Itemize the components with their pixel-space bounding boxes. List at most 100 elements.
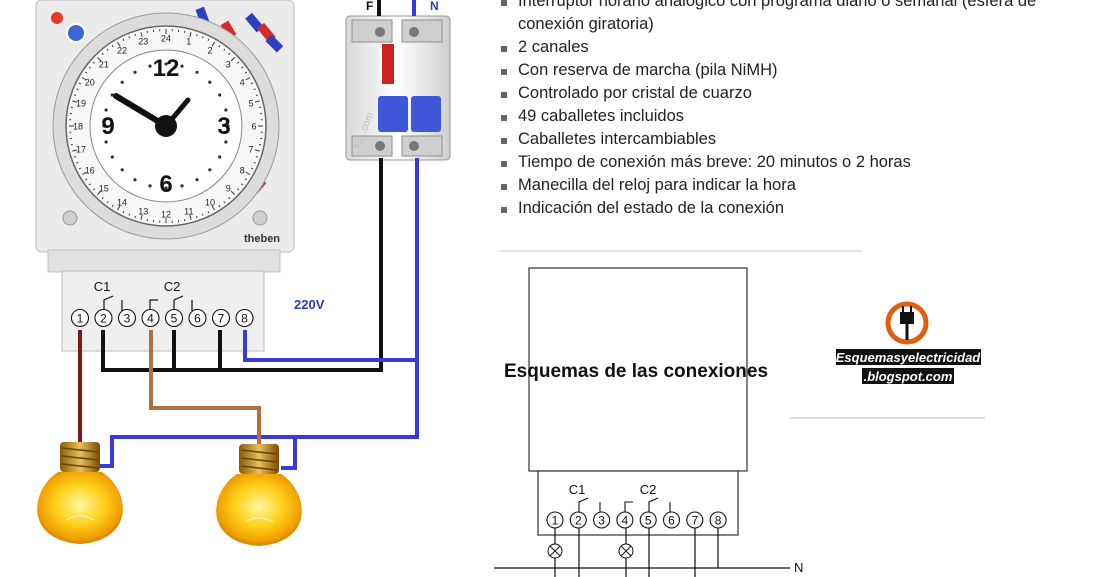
dial-tick: [228, 197, 231, 200]
dial-tick: [230, 190, 235, 195]
terminal-2: [569, 511, 587, 529]
terminal-c2-label: C2: [164, 279, 181, 294]
feature-list: Interruptor horario analógico con progra…: [498, 0, 1036, 220]
feature-item: Indicación del estado de la conexión: [498, 197, 1036, 220]
dial-tick: [250, 167, 254, 170]
terminal-4: [616, 511, 634, 529]
dial-tick: [207, 210, 210, 214]
dial-tick: [244, 178, 247, 181]
terminal-3: [117, 308, 137, 328]
clock-number-12: 12: [153, 55, 180, 82]
hour-mark-label: 20: [85, 78, 95, 88]
dial-dot: [208, 80, 212, 84]
feature-item: Controlado por cristal de cuarzo: [498, 82, 1036, 105]
terminal-label: 3: [598, 513, 605, 527]
dial-tick: [72, 149, 78, 152]
lamp-2: [216, 444, 302, 546]
blog-logo: Esquemasyelectricidad .blogspot.com: [790, 301, 985, 419]
dial-tick: [81, 77, 87, 81]
clock-center: [155, 115, 177, 137]
dial-dot: [104, 140, 108, 144]
terminal-c1-label: C1: [94, 279, 111, 294]
dial-dot: [133, 70, 137, 74]
terminal-label: 8: [715, 513, 722, 527]
dial-tick: [207, 38, 210, 42]
dial-tick: [237, 61, 240, 64]
dial-tick: [117, 41, 121, 47]
dial-tick: [73, 94, 77, 96]
lamp2-wire: [149, 330, 261, 444]
dial-tick: [88, 66, 91, 69]
terminal-8: [235, 308, 254, 328]
dial-tick: [211, 41, 215, 47]
terminal-label: 4: [147, 311, 154, 325]
hour-mark-label: 11: [184, 207, 193, 217]
hour-mark-label: 15: [99, 184, 109, 194]
breaker-toggle-left[interactable]: [378, 96, 408, 132]
dial-tick: [250, 82, 254, 85]
hour-ticks: [69, 29, 263, 223]
dial-tick: [254, 149, 260, 152]
schematic-title: Esquemas de las conexiones: [504, 361, 769, 382]
dial-dot: [195, 178, 199, 182]
schematic-neutral-label: N: [794, 560, 803, 575]
hour-mark-label: 6: [251, 122, 256, 132]
dial-dot: [110, 155, 114, 159]
neutral-wire-lamps: [98, 360, 419, 468]
hour-mark-label: 13: [138, 207, 148, 217]
lamp-1: [37, 442, 123, 544]
dial-tick: [254, 100, 260, 103]
dial-tick: [255, 94, 259, 96]
terminal-6: [188, 308, 207, 328]
dial-tick: [85, 71, 88, 74]
dial-tick: [241, 183, 244, 186]
dial-tick: [81, 171, 87, 175]
hour-mark-label: 23: [138, 37, 148, 47]
breaker-toggle-right[interactable]: [411, 96, 441, 132]
schematic-c2-label: C2: [640, 482, 657, 497]
dial-tick: [211, 205, 215, 211]
dial-tick: [223, 201, 226, 204]
feature-item: Caballetes intercambiables: [498, 128, 1036, 151]
hour-mark-label: 12: [161, 210, 171, 220]
clock-number-6: 6: [159, 171, 172, 198]
hour-mark-label: 7: [248, 144, 253, 154]
feature-item: Con reserva de marcha (pila NiMH): [498, 59, 1036, 82]
dial-tick: [134, 215, 136, 219]
terminal-1: [70, 308, 90, 328]
clock-number-3: 3: [217, 113, 230, 140]
hour-mark-label: 18: [73, 122, 83, 132]
dial-tick: [237, 188, 240, 191]
dial-tick: [140, 214, 143, 220]
dial-tick: [140, 32, 143, 38]
dial-dot: [120, 168, 124, 172]
neutral-wire: [243, 158, 419, 362]
dial-tick: [253, 161, 256, 164]
terminal-label: 1: [552, 513, 559, 527]
hour-mark-label: 17: [76, 144, 86, 154]
dial-tick: [218, 45, 221, 48]
neutral-label: N: [430, 0, 439, 13]
terminal-label: 6: [194, 311, 201, 325]
terminal-label: 5: [171, 311, 178, 325]
dial-tick: [111, 45, 114, 48]
dial-dot: [218, 93, 222, 97]
terminal-label: 6: [668, 513, 675, 527]
dial-dot: [224, 108, 228, 112]
dial-tick: [241, 66, 244, 69]
terminal-label: 7: [691, 513, 698, 527]
terminal-4: [141, 308, 160, 328]
dial-dot: [148, 64, 152, 68]
dial-tick: [253, 88, 256, 91]
schematic-terminal-box: [537, 470, 739, 536]
knob-right: [252, 210, 268, 226]
dial-dot: [226, 124, 230, 128]
dial-tick: [230, 57, 235, 62]
circuit-breaker: CHNT Tu ..com: [345, 15, 451, 161]
dial-dot: [195, 70, 199, 74]
dial-tick: [78, 167, 82, 170]
